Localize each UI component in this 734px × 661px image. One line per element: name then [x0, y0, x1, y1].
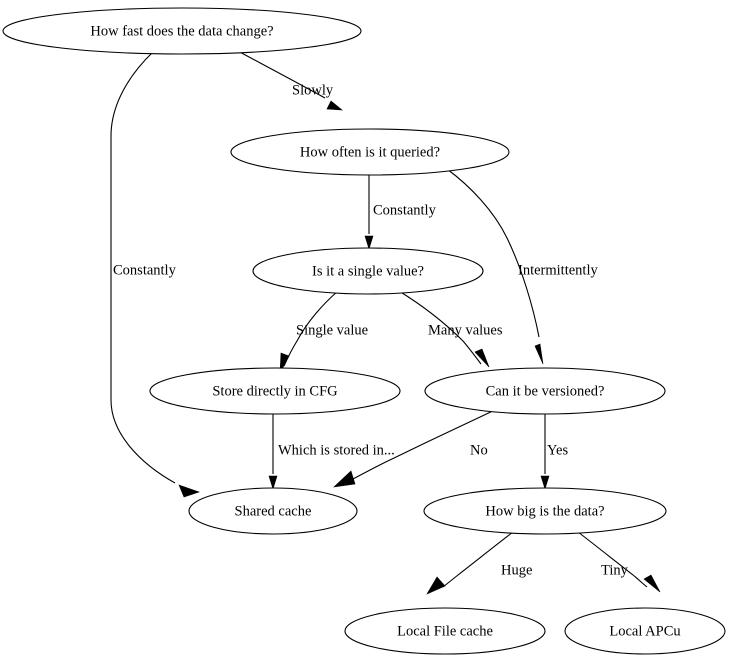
edge-label: Which is stored in...	[278, 442, 395, 458]
edge-queried-versioned	[446, 168, 544, 365]
arrowhead-icon	[268, 475, 278, 491]
node-shape-ellipse[interactable]	[344, 607, 546, 655]
node-shape-ellipse[interactable]	[424, 367, 666, 415]
edge-line	[398, 290, 482, 365]
edge-cfg-shared	[268, 414, 278, 491]
arrowhead-icon	[534, 343, 544, 365]
edge-label: Yes	[547, 442, 568, 458]
edge-label: Constantly	[113, 262, 177, 278]
node-queried[interactable]: How often is it queried?	[230, 128, 510, 176]
node-single[interactable]: Is it a single value?	[252, 247, 484, 295]
arrowhead-icon	[643, 574, 661, 593]
node-shape-ellipse[interactable]	[188, 487, 358, 535]
node-shape-ellipse[interactable]	[423, 487, 667, 535]
node-shape-ellipse[interactable]	[564, 607, 726, 655]
edge-bigdata-apcu	[577, 531, 661, 593]
edge-line	[352, 408, 498, 480]
edge-versioned-shared	[333, 408, 498, 488]
edge-line	[283, 290, 339, 367]
node-shape-ellipse[interactable]	[149, 367, 401, 415]
arrowhead-icon	[178, 484, 200, 498]
edge-line	[235, 49, 326, 99]
edge-label: No	[470, 442, 488, 458]
edge-speed-queried	[235, 49, 343, 111]
edge-versioned-bigdata	[540, 414, 550, 491]
arrowhead-icon	[540, 475, 550, 491]
edge-line	[577, 531, 648, 588]
node-versioned[interactable]: Can it be versioned?	[424, 367, 666, 415]
arrowhead-icon	[474, 348, 490, 368]
edge-label: Huge	[501, 562, 532, 578]
node-apcu[interactable]: Local APCu	[564, 607, 726, 655]
edge-single-versioned	[398, 290, 490, 368]
edges-layer	[110, 49, 661, 595]
edge-queried-single	[364, 175, 374, 251]
node-shape-ellipse[interactable]	[252, 247, 484, 295]
edge-bigdata-filecache	[426, 531, 514, 595]
node-shape-ellipse[interactable]	[230, 128, 510, 176]
edge-line	[442, 531, 514, 588]
node-bigdata[interactable]: How big is the data?	[423, 487, 667, 535]
edge-label: Intermittently	[518, 262, 598, 278]
arrowhead-icon	[333, 470, 356, 488]
node-shared[interactable]: Shared cache	[188, 487, 358, 535]
edge-single-cfg	[279, 290, 339, 374]
arrowhead-icon	[364, 235, 374, 251]
edge-label: Constantly	[373, 202, 437, 218]
edge-label: Tiny	[601, 562, 629, 578]
edge-line	[110, 51, 176, 484]
node-filecache[interactable]: Local File cache	[344, 607, 546, 655]
node-shape-ellipse[interactable]	[2, 7, 362, 55]
edge-speed-shared	[110, 51, 200, 498]
edge-label: Many values	[428, 322, 503, 338]
edge-label: Slowly	[292, 82, 334, 98]
arrowhead-icon	[426, 576, 446, 595]
arrowhead-icon	[326, 100, 343, 111]
node-cfg[interactable]: Store directly in CFG	[149, 367, 401, 415]
edge-line	[446, 168, 540, 338]
node-speed[interactable]: How fast does the data change?	[2, 7, 362, 55]
